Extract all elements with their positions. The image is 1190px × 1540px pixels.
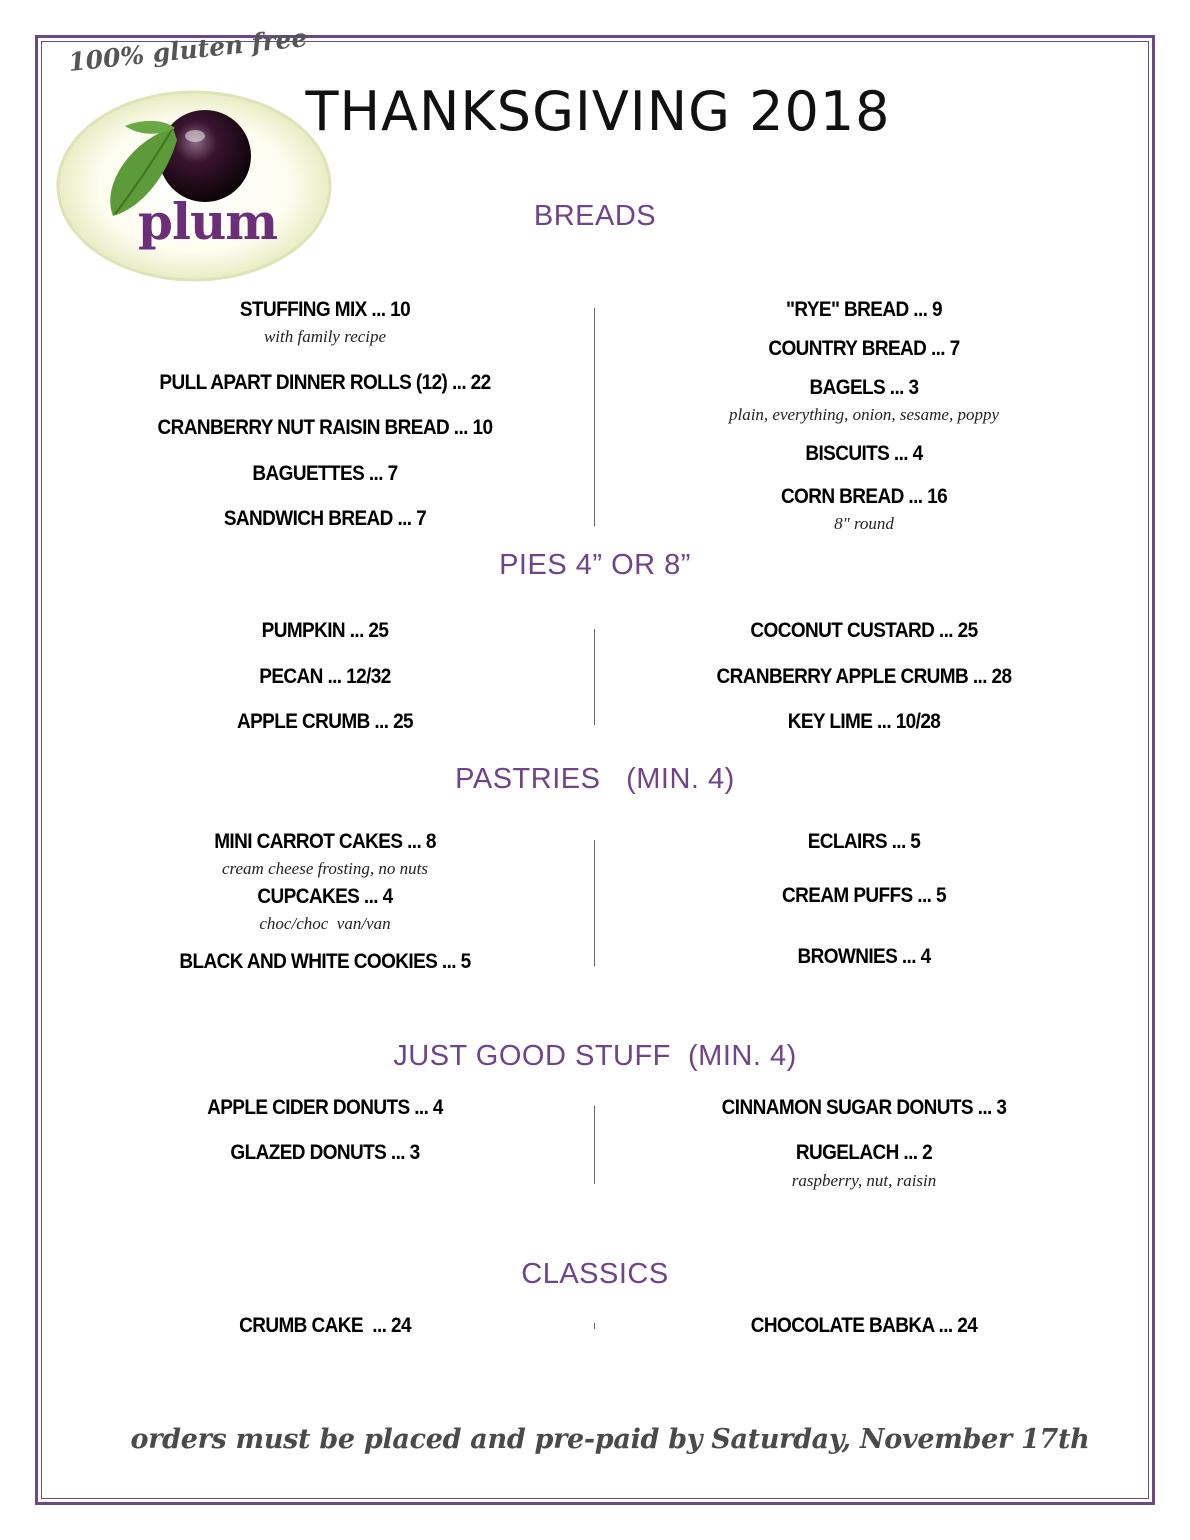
menu-item: STUFFING MIX ... 10 — [239, 298, 411, 322]
menu-item: "RYE" BREAD ... 9 — [786, 298, 943, 322]
section-heading-pastries: PASTRIES (MIN. 4) — [455, 763, 735, 795]
menu-item: CREAM PUFFS ... 5 — [782, 884, 947, 908]
menu-item: APPLE CRUMB ... 25 — [236, 710, 414, 734]
section-heading-good-stuff: JUST GOOD STUFF (MIN. 4) — [393, 1040, 797, 1072]
menu-item-note: with family recipe — [263, 327, 387, 346]
menu-item: BLACK AND WHITE COOKIES ... 5 — [179, 950, 471, 974]
column-divider — [594, 308, 595, 526]
menu-item: PULL APART DINNER ROLLS (12) ... 22 — [159, 371, 491, 395]
menu-item: PUMPKIN ... 25 — [261, 619, 389, 643]
menu-item: BROWNIES ... 4 — [797, 945, 931, 969]
column-divider — [594, 1323, 595, 1329]
menu-item: CORN BREAD ... 16 — [780, 485, 948, 509]
page-title: THANKSGIVING 2018 — [305, 80, 891, 143]
column-divider — [594, 629, 595, 725]
order-deadline-note: orders must be placed and pre-paid by Sa… — [130, 1424, 1090, 1455]
page-border-inner — [41, 41, 1149, 1499]
menu-item: SANDWICH BREAD ... 7 — [223, 507, 427, 531]
menu-item: CUPCAKES ... 4 — [257, 885, 393, 909]
menu-item: GLAZED DONUTS ... 3 — [230, 1141, 420, 1165]
section-heading-breads: BREADS — [533, 200, 657, 232]
column-divider — [594, 840, 595, 966]
menu-item: BAGUETTES ... 7 — [252, 462, 398, 486]
menu-item: CHOCOLATE BABKA ... 24 — [750, 1314, 978, 1338]
menu-item-note: plain, everything, onion, sesame, poppy — [728, 405, 1000, 424]
menu-item: COCONUT CUSTARD ... 25 — [750, 619, 978, 643]
section-heading-classics: CLASSICS — [521, 1258, 669, 1290]
menu-item: CINNAMON SUGAR DONUTS ... 3 — [721, 1096, 1007, 1120]
menu-item: BISCUITS ... 4 — [805, 442, 923, 466]
menu-item: CRANBERRY NUT RAISIN BREAD ... 10 — [157, 416, 494, 440]
menu-item: COUNTRY BREAD ... 7 — [768, 337, 960, 361]
menu-item: MINI CARROT CAKES ... 8 — [214, 830, 436, 854]
menu-item: KEY LIME ... 10/28 — [787, 710, 941, 734]
menu-item: ECLAIRS ... 5 — [807, 830, 921, 854]
menu-item-note: raspberry, nut, raisin — [791, 1171, 937, 1190]
menu-item-note: 8" round — [834, 514, 894, 533]
menu-item: PECAN ... 12/32 — [259, 665, 391, 689]
menu-item: BAGELS ... 3 — [809, 376, 920, 400]
menu-item: RUGELACH ... 2 — [795, 1141, 933, 1165]
menu-item: CRUMB CAKE ... 24 — [239, 1314, 411, 1338]
plum-logo-icon — [56, 90, 332, 282]
column-divider — [594, 1106, 595, 1184]
menu-item-note: choc/choc van/van — [259, 914, 391, 933]
menu-item-note: cream cheese frosting, no nuts — [221, 859, 428, 878]
page-border-outer — [35, 35, 1155, 1505]
menu-item: CRANBERRY APPLE CRUMB ... 28 — [716, 665, 1013, 689]
menu-item: APPLE CIDER DONUTS ... 4 — [207, 1096, 443, 1120]
logo-wordmark: plum — [138, 192, 278, 251]
section-heading-pies: PIES 4” OR 8” — [499, 549, 691, 581]
